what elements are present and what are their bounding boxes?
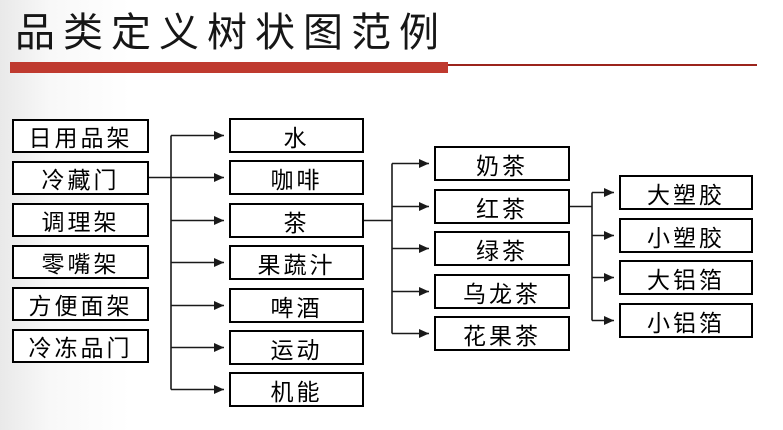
tree-node-l3-4: 花果茶 xyxy=(434,316,570,351)
tree-node-l2-0: 水 xyxy=(229,118,364,153)
tree-node-l1-5: 冷冻品门 xyxy=(12,329,149,363)
accent-bar xyxy=(10,62,448,73)
tree-node-l4-0: 大塑胶 xyxy=(619,175,753,210)
tree-node-l3-3: 乌龙茶 xyxy=(434,274,570,309)
tree-node-l1-2: 调理架 xyxy=(12,203,149,237)
tree-node-l2-1: 咖啡 xyxy=(229,160,364,195)
tree-node-l4-2: 大铝箔 xyxy=(619,260,753,295)
accent-line xyxy=(448,64,757,66)
slide-title: 品类定义树状图范例 xyxy=(15,10,447,55)
tree-node-l3-2: 绿茶 xyxy=(434,231,570,266)
tree-node-l1-0: 日用品架 xyxy=(12,119,149,153)
tree-node-l3-1: 红茶 xyxy=(434,189,570,224)
tree-node-l1-4: 方便面架 xyxy=(12,287,149,321)
tree-node-l1-3: 零嘴架 xyxy=(12,245,149,279)
tree-node-l4-1: 小塑胶 xyxy=(619,218,753,253)
tree-node-l2-6: 机能 xyxy=(229,372,364,407)
tree-node-l2-5: 运动 xyxy=(229,330,364,365)
tree-node-l2-2: 茶 xyxy=(229,203,364,238)
tree-node-l2-4: 啤酒 xyxy=(229,288,364,323)
tree-node-l2-3: 果蔬汁 xyxy=(229,245,364,280)
tree-node-l4-3: 小铝箔 xyxy=(619,303,753,338)
tree-node-l3-0: 奶茶 xyxy=(434,146,570,181)
tree-node-l1-1: 冷藏门 xyxy=(12,161,149,195)
